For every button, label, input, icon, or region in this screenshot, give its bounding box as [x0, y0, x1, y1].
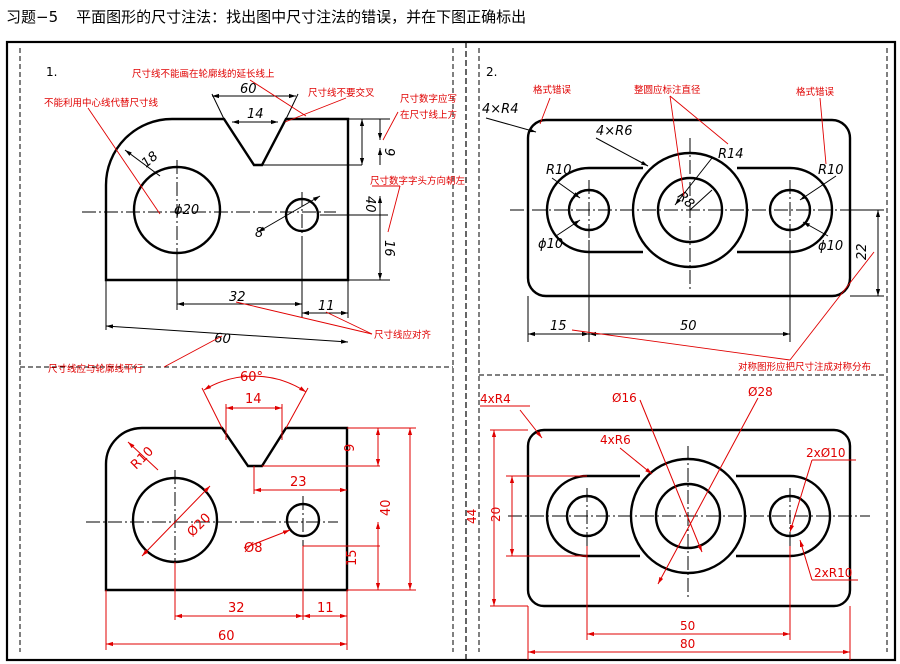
- dim-11-b: 11: [317, 601, 334, 616]
- dim-22: 22: [855, 243, 870, 260]
- dim-4xR4-b: 4xR4: [480, 392, 511, 406]
- center-lines-4: [508, 446, 870, 598]
- dim-phi10-right: ϕ10: [818, 239, 843, 254]
- exercise-number: 习题−5: [6, 8, 59, 26]
- dim-60-top: 60: [240, 82, 257, 97]
- panel-index-right: 2.: [486, 65, 497, 79]
- dim-14: 14: [247, 107, 264, 122]
- dim-50-b: 50: [680, 619, 695, 633]
- plate-outline-2: [526, 428, 852, 608]
- dim-80-b: 80: [680, 637, 695, 651]
- error-leaders-3: [539, 95, 875, 361]
- dim-R14: R14: [718, 147, 744, 162]
- dim-phi8-b: Ø8: [244, 541, 263, 556]
- dim-32-b: 32: [228, 601, 245, 616]
- dim-phi20-b: Ø20: [185, 511, 215, 541]
- dim-14-b: 14: [245, 392, 262, 407]
- left-top-figure: 60 14 9 18 ϕ20 8 40 16 32 11 60 尺寸线不能画在轮…: [44, 68, 466, 375]
- dim-8: 8: [255, 226, 263, 241]
- note-ext-line: 尺寸线不能画在轮廓线的延长线上: [132, 68, 275, 80]
- note-format-error-1: 格式错误: [533, 84, 572, 96]
- panel-index-left: 1.: [46, 65, 57, 79]
- sheet-frame: [5, 40, 897, 662]
- dim-60-bottom: 60: [214, 331, 232, 347]
- dimension-lines-3: [485, 117, 884, 342]
- dim-phi28-b: Ø28: [748, 385, 773, 399]
- dimension-lines: [105, 93, 390, 344]
- dim-phi16-b: Ø16: [612, 391, 637, 405]
- dim-4xR4: 4×R4: [482, 102, 518, 117]
- dim-2xphi10-b: 2xØ10: [806, 446, 845, 460]
- note-num-direction: 尺寸数字字头方向朝左: [370, 175, 466, 187]
- dim-16: 16: [381, 240, 396, 257]
- dim-9-b: 9: [343, 444, 358, 452]
- left-bottom-figure: 60° 14 R10 9 23 Ø20 Ø8 40 15 32 11 60: [86, 370, 416, 650]
- note-full-circle: 整圆应标注直径: [634, 84, 701, 96]
- note-format-error-2: 格式错误: [796, 86, 835, 98]
- center-lines: [82, 160, 336, 262]
- note-num-above-1: 尺寸数字应写: [400, 93, 457, 105]
- dim-60-b: 60: [218, 629, 235, 644]
- dim-r10-b: R10: [128, 444, 157, 473]
- error-leaders: [87, 79, 401, 368]
- part-outline: [104, 117, 350, 282]
- note-center-line: 不能利用中心线代替尺寸线: [44, 97, 159, 109]
- right-top-figure: 4×R4 4×R6 R10 R14 R8 R10 ϕ10 ϕ10 22 15 5…: [482, 84, 884, 373]
- note-symmetric: 对称图形应把尺寸注成对称分布: [738, 361, 871, 373]
- dim-phi10-left: ϕ10: [538, 237, 563, 252]
- right-bottom-figure: 4xR4 Ø16 Ø28 4xR6 2xØ10 2xR10 44 20 50 8…: [465, 385, 870, 660]
- dim-15-b: 15: [345, 549, 360, 566]
- dim-4xR6-b: 4xR6: [600, 433, 631, 447]
- dim-40: 40: [362, 196, 377, 213]
- exercise-instruction: 平面图形的尺寸注法：找出图中尺寸注法的错误，并在下图正确标出: [76, 8, 527, 26]
- dim-20-b: 20: [489, 507, 503, 522]
- dim-R8: R8: [674, 189, 697, 212]
- dim-9: 9: [381, 148, 396, 156]
- dim-angle-60: 60°: [240, 370, 263, 385]
- corrected-dimensions-2: [480, 397, 858, 660]
- dim-32: 32: [229, 290, 246, 305]
- dim-18: 18: [139, 149, 161, 171]
- corrected-dimensions: [105, 375, 416, 650]
- dim-15-r: 15: [550, 319, 567, 334]
- note-no-cross: 尺寸线不要交叉: [308, 87, 375, 99]
- dim-40-b: 40: [379, 499, 394, 516]
- page-header: 习题−5 平面图形的尺寸注法：找出图中尺寸注法的错误，并在下图正确标出: [6, 4, 526, 30]
- dim-R10-left: R10: [546, 163, 572, 178]
- note-parallel: 尺寸线应与轮廓线平行: [48, 363, 144, 375]
- dim-50-r: 50: [680, 319, 697, 334]
- note-align: 尺寸线应对齐: [374, 329, 432, 341]
- dim-11: 11: [318, 299, 335, 314]
- dim-phi20: ϕ20: [174, 203, 199, 218]
- note-num-above-2: 在尺寸线上方: [400, 109, 457, 121]
- dim-R10-right: R10: [818, 163, 844, 178]
- dim-23-b: 23: [290, 475, 307, 490]
- dim-4xR6: 4×R6: [596, 124, 632, 139]
- dim-44-b: 44: [465, 509, 479, 524]
- dim-2xR10-b: 2xR10: [814, 566, 852, 580]
